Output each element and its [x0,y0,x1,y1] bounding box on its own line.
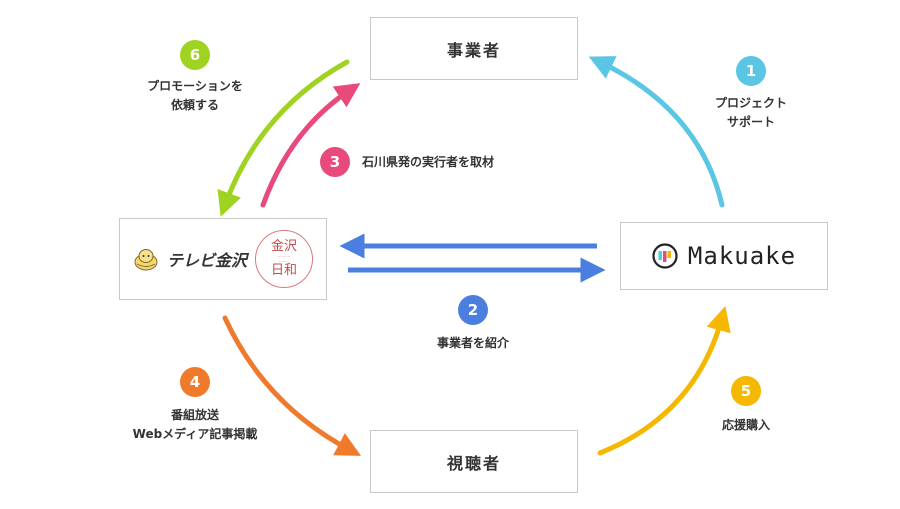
node-tv-kanazawa: テレビ金沢 金沢 ·········· ········ 日和 [119,218,327,300]
step-1-badge: 1 [736,56,766,86]
kanazawa-biyori-seal: 金沢 ·········· ········ 日和 [255,230,313,288]
arrow-step-6 [217,59,350,217]
node-business: 事業者 [370,17,578,80]
makuake-logo-icon [652,243,678,269]
arrow-step-3 [260,83,361,208]
arrow-step-1 [588,56,725,208]
arrow-step-5 [597,305,731,456]
node-business-label: 事業者 [446,40,501,60]
makuake-wordmark: Makuake [687,242,797,270]
node-viewers: 視聴者 [370,430,578,493]
step-2-caption: 事業者を紹介 [436,336,509,350]
seal-top-text: 金沢 [270,239,297,254]
seal-fine-print: ·········· [277,254,291,259]
node-viewers-label: 視聴者 [446,453,501,473]
step-5-badge: 5 [731,376,761,406]
step-5-caption: 応援購入 [721,418,770,432]
step-3-badge: 3 [320,147,350,177]
seal-bottom-text: 日和 [270,263,297,278]
tv-kanazawa-mascot-icon [134,249,158,271]
step-6-caption: プロモーションを依頼する [147,79,243,112]
tv-kanazawa-logo: テレビ金沢 [166,251,247,270]
seal-fine-print-2: ········ [278,259,290,264]
step-2-badge: 2 [458,295,488,325]
step-1-caption: プロジェクトサポート [714,96,787,129]
step-6-badge: 6 [180,40,210,70]
arrow-step-4 [222,315,362,456]
step-4-badge: 4 [180,367,210,397]
step-3-caption: 石川県発の実行者を取材 [362,155,495,169]
node-makuake: Makuake [620,222,828,290]
